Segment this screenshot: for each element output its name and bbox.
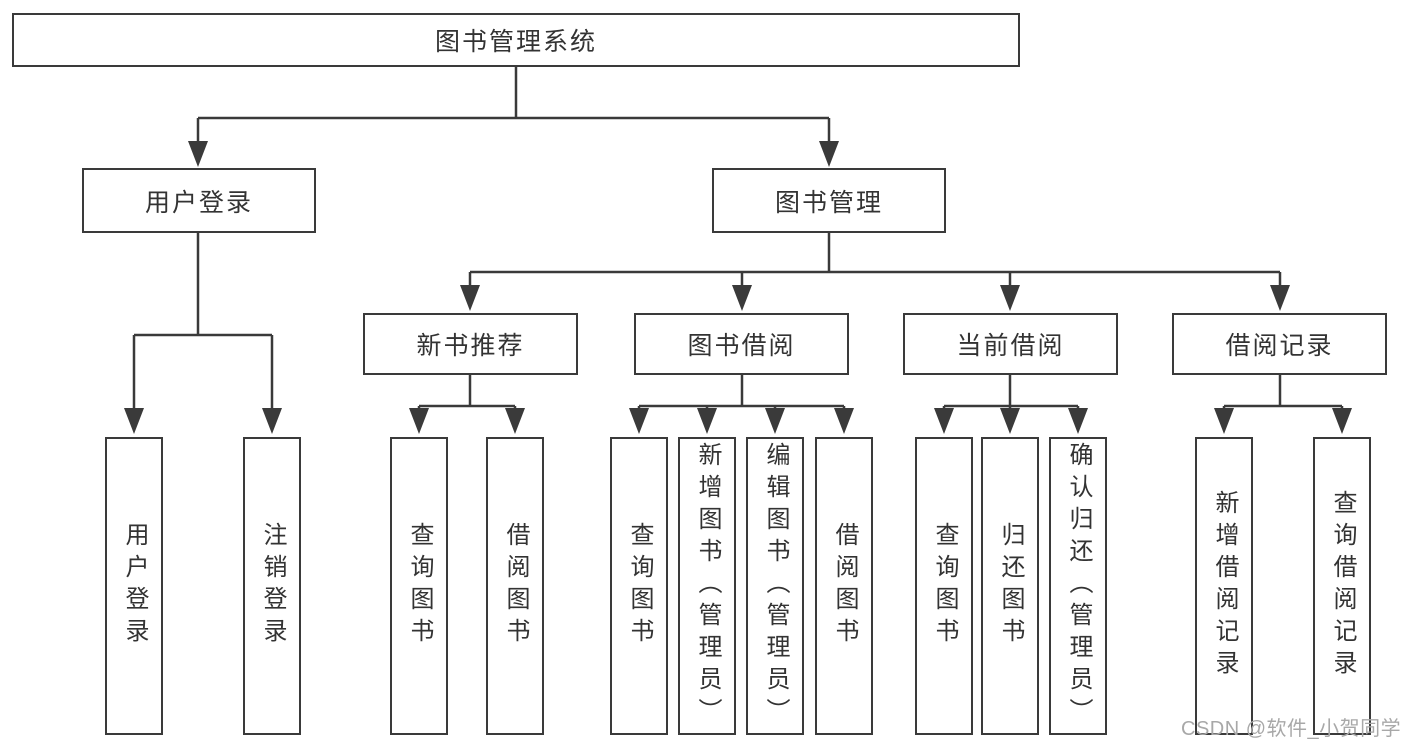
- node-current-borrowing: 当前借阅: [903, 313, 1118, 375]
- leaf-add-borrow-record: 新增借阅记录: [1195, 437, 1253, 735]
- leaf-edit-book-admin: 编辑图书（管理员）: [746, 437, 804, 735]
- node-borrowing-records: 借阅记录: [1172, 313, 1387, 375]
- leaf-confirm-return-admin: 确认归还（管理员）: [1049, 437, 1107, 735]
- leaf-add-book-admin: 新增图书（管理员）: [678, 437, 736, 735]
- arrowheads: [124, 141, 1352, 434]
- node-user-login: 用户登录: [82, 168, 316, 233]
- node-library-system-root: 图书管理系统: [12, 13, 1020, 67]
- node-book-management: 图书管理: [712, 168, 946, 233]
- leaf-return-book: 归还图书: [981, 437, 1039, 735]
- leaf-user-login: 用户登录: [105, 437, 163, 735]
- leaf-borrow-books-recommend: 借阅图书: [486, 437, 544, 735]
- leaf-query-books-recommend: 查询图书: [390, 437, 448, 735]
- node-book-borrowing: 图书借阅: [634, 313, 849, 375]
- leaf-query-books-borrowing: 查询图书: [610, 437, 668, 735]
- node-new-book-recommend: 新书推荐: [363, 313, 578, 375]
- leaf-query-books-current: 查询图书: [915, 437, 973, 735]
- leaf-borrow-books-borrowing: 借阅图书: [815, 437, 873, 735]
- leaf-logout: 注销登录: [243, 437, 301, 735]
- leaf-query-borrow-record: 查询借阅记录: [1313, 437, 1371, 735]
- csdn-watermark: CSDN @软件_小贺同学: [1181, 718, 1402, 740]
